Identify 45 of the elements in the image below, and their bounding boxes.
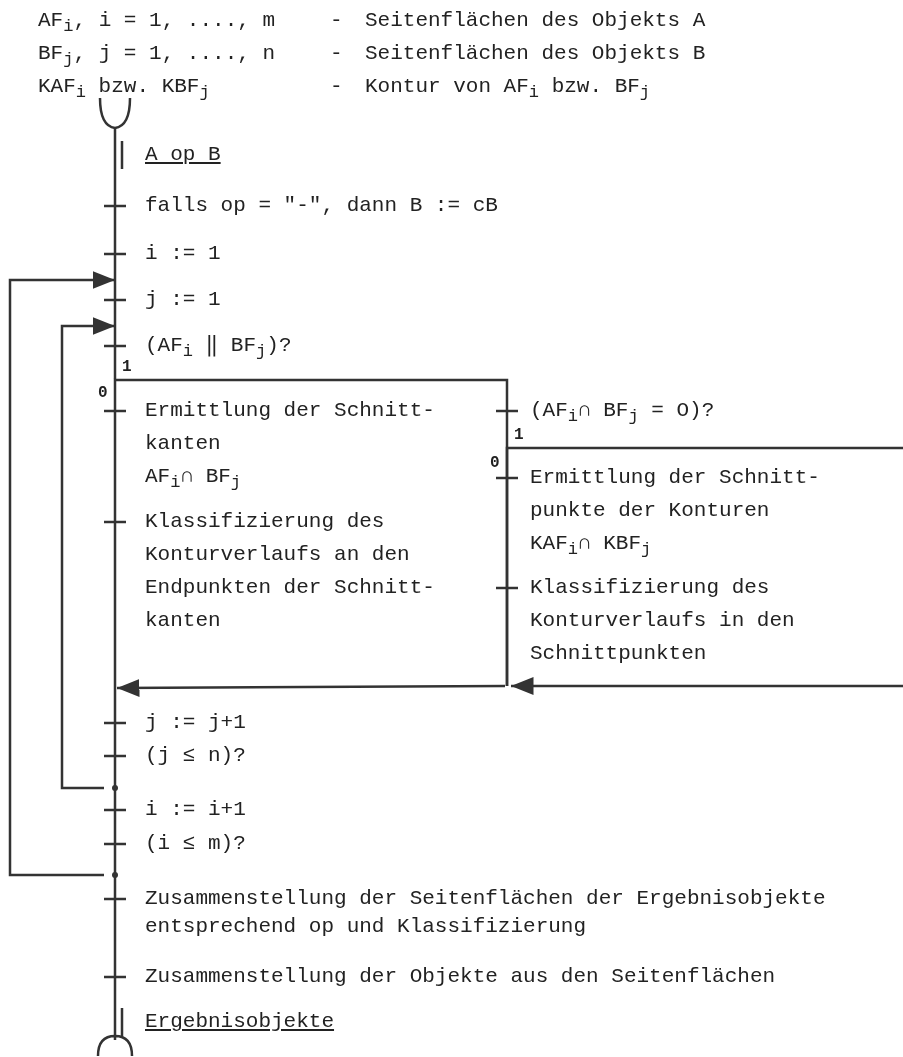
branch-label: 1 [514,425,524,445]
connector-line [113,360,117,379]
branch-label: 0 [490,453,500,473]
connector-line [113,268,117,286]
step-text: (AF$_{i}$∩ BF$_{j}$ = O)? [530,398,716,427]
legend-description: Seitenflächen des Objekts B [365,41,706,67]
step-text: falls op = "-", dann B := cB [145,193,499,219]
step-text: (AF$_{i}$ ‖ BF$_{j}$)? [145,333,293,360]
step-text: i := i+1 [145,797,247,823]
connector-line [113,737,117,742]
step-text: Ergebnisobjekte [145,1009,336,1035]
branch-label: 0 [98,383,108,403]
step-text: Ermittlung der Schnitt- kanten [145,398,436,457]
step-text: (i ≤ m)? [145,831,247,857]
dash: - [330,8,343,34]
legend-description: Seitenflächen des Objekts A [365,8,706,34]
step-text: Klassifizierung des Konturverlaufs an den Endpunkten der Schnitt- kanten [145,509,436,634]
legend-symbol: AF$_{i}$, i = 1, ...., m [38,8,276,37]
connector-line [113,941,117,963]
step-text: Zusammenstellung der Seitenflächen der Ergebnisobjekte entsprechend op und Klassifizierung [145,886,827,940]
step-text: j := 1 [145,287,222,313]
arrow [8,271,115,877]
step-text: AF$_{i}$∩ BF$_{j}$ [145,464,243,493]
arrow [60,317,115,790]
legend-symbol: KAF$_{i}$ bzw. KBF$_{j}$ [38,74,210,103]
connector-line [113,824,117,830]
legend-symbol: BF$_{j}$, j = 1, ...., n [38,41,276,70]
branch-label: 1 [122,357,132,377]
connector-line [113,991,117,1008]
legend-description: Kontur von AF$_{i}$ bzw. BF$_{j}$ [365,74,651,103]
step-text: Ermittlung der Schnitt- punkte der Konturen [530,465,821,524]
step-text: j := j+1 [145,710,247,736]
step-text: Zusammenstellung der Objekte aus den Seitenflächen [145,964,777,990]
connector-line [113,169,117,192]
arrow [511,677,903,695]
step-text: (j ≤ n)? [145,743,247,769]
step-text: Klassifizierung des Konturverlaufs in den Schnittpunkten [530,575,796,667]
connector-line [113,314,117,332]
step-text: i := 1 [145,241,222,267]
step-text: A op B [145,142,222,168]
arrow [117,678,505,697]
dash: - [330,74,343,100]
dash: - [330,41,343,67]
connector-line [113,220,117,240]
step-text: KAF$_{i}$∩ KBF$_{j}$ [530,531,653,560]
